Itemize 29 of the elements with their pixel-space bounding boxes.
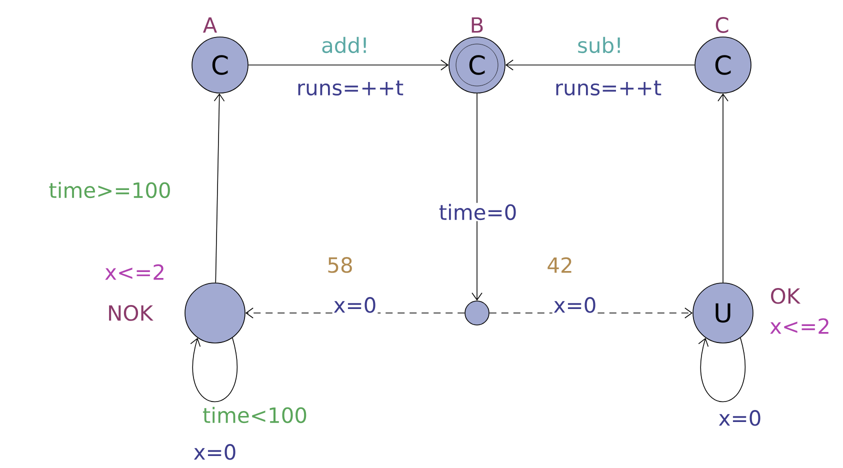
arrow bbox=[190, 338, 238, 402]
location-name: B bbox=[472, 17, 483, 33]
edge-label: sub! bbox=[578, 36, 620, 54]
location-circle bbox=[184, 282, 246, 344]
location-name: OK bbox=[771, 288, 801, 304]
arrow bbox=[472, 93, 482, 301]
invariant-label: x<=2 bbox=[770, 318, 828, 334]
update-label: runs=++t bbox=[556, 80, 662, 96]
update-label: x=0 bbox=[554, 297, 596, 313]
arrow bbox=[505, 60, 695, 70]
edge-label: time<100 bbox=[203, 406, 306, 424]
location-name: NOK bbox=[109, 305, 154, 321]
arrow bbox=[248, 60, 449, 70]
update-label: runs=++t bbox=[298, 80, 404, 96]
update-label: x=0 bbox=[334, 297, 376, 313]
edge-label: 42 bbox=[548, 257, 572, 273]
edge-label: time>=100 bbox=[49, 182, 170, 198]
edge-label: time=0 bbox=[439, 204, 516, 220]
location-circle bbox=[464, 300, 490, 326]
edge-label: 58 bbox=[328, 257, 352, 273]
update-label: x=0 bbox=[194, 444, 236, 460]
edge-label: add! bbox=[322, 36, 366, 54]
edge-label: x=0 bbox=[718, 410, 760, 426]
arrow bbox=[718, 93, 728, 283]
arrow bbox=[698, 338, 746, 402]
invariant-label: x<=2 bbox=[105, 264, 164, 280]
location-name: C bbox=[716, 17, 728, 33]
location-name: A bbox=[202, 17, 218, 33]
arrow bbox=[214, 93, 225, 283]
